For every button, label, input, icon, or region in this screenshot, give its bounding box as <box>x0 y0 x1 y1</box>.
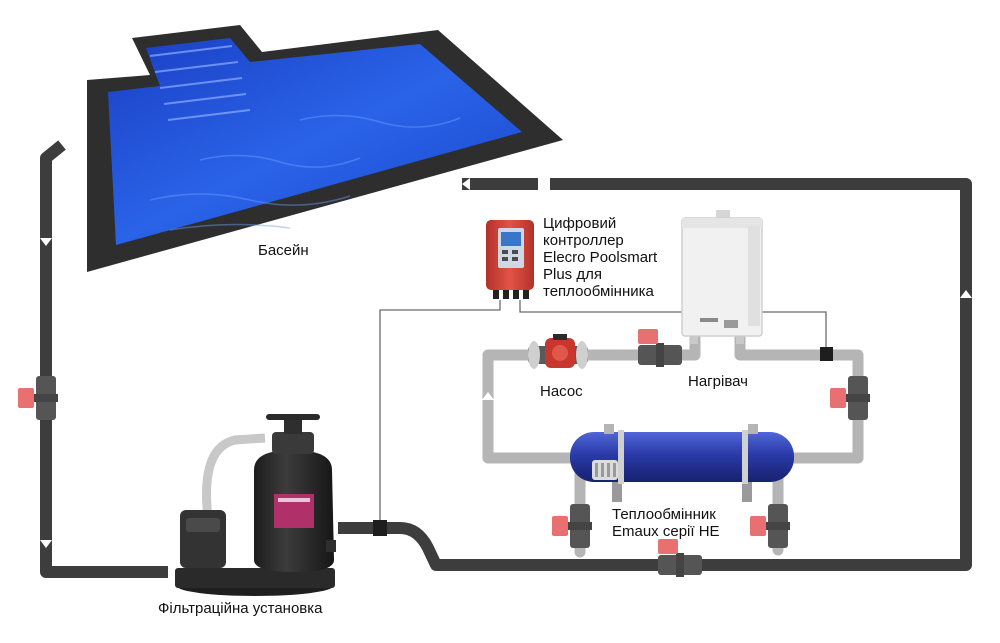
controller-label-line: Plus для <box>543 266 602 283</box>
controller-label: Цифровий контроллер Elecro Poolsmart Plu… <box>543 215 693 300</box>
sensor-clamp <box>373 520 387 536</box>
ball-valve-icon <box>552 504 592 548</box>
exchanger-label: Теплообмінник Emaux серії HE <box>612 506 762 540</box>
controller-label-line: контроллер <box>543 232 624 249</box>
wall-boiler-icon <box>681 210 763 344</box>
ball-valve-icon <box>638 329 682 367</box>
exchanger-label-line: Emaux серії HE <box>612 523 720 540</box>
digital-controller-icon <box>486 220 534 299</box>
ball-valves <box>18 329 870 577</box>
circulation-pump-icon <box>528 334 588 369</box>
controller-wires <box>379 300 827 522</box>
ball-valve-icon <box>658 539 702 577</box>
sand-filter-icon <box>175 414 336 596</box>
heat-exchanger-icon <box>570 424 794 502</box>
flow-direction-arrows <box>40 178 972 548</box>
controller-label-line: Elecro Poolsmart <box>543 249 658 266</box>
filter-label: Фільтраційна установка <box>158 600 323 617</box>
swimming-pool-icon <box>87 25 563 272</box>
sensor-clamp <box>820 347 833 361</box>
exchanger-label-line: Теплообмінник <box>612 506 716 523</box>
pump-label: Насос <box>540 383 583 400</box>
ball-valve-icon <box>750 504 790 548</box>
controller-label-line: теплообмінника <box>543 283 654 300</box>
heater-label: Нагрівач <box>688 373 748 390</box>
controller-label-line: Цифровий <box>543 215 617 232</box>
ball-valve-icon <box>18 376 58 420</box>
ball-valve-icon <box>830 376 870 420</box>
pool-label: Басейн <box>258 242 309 259</box>
